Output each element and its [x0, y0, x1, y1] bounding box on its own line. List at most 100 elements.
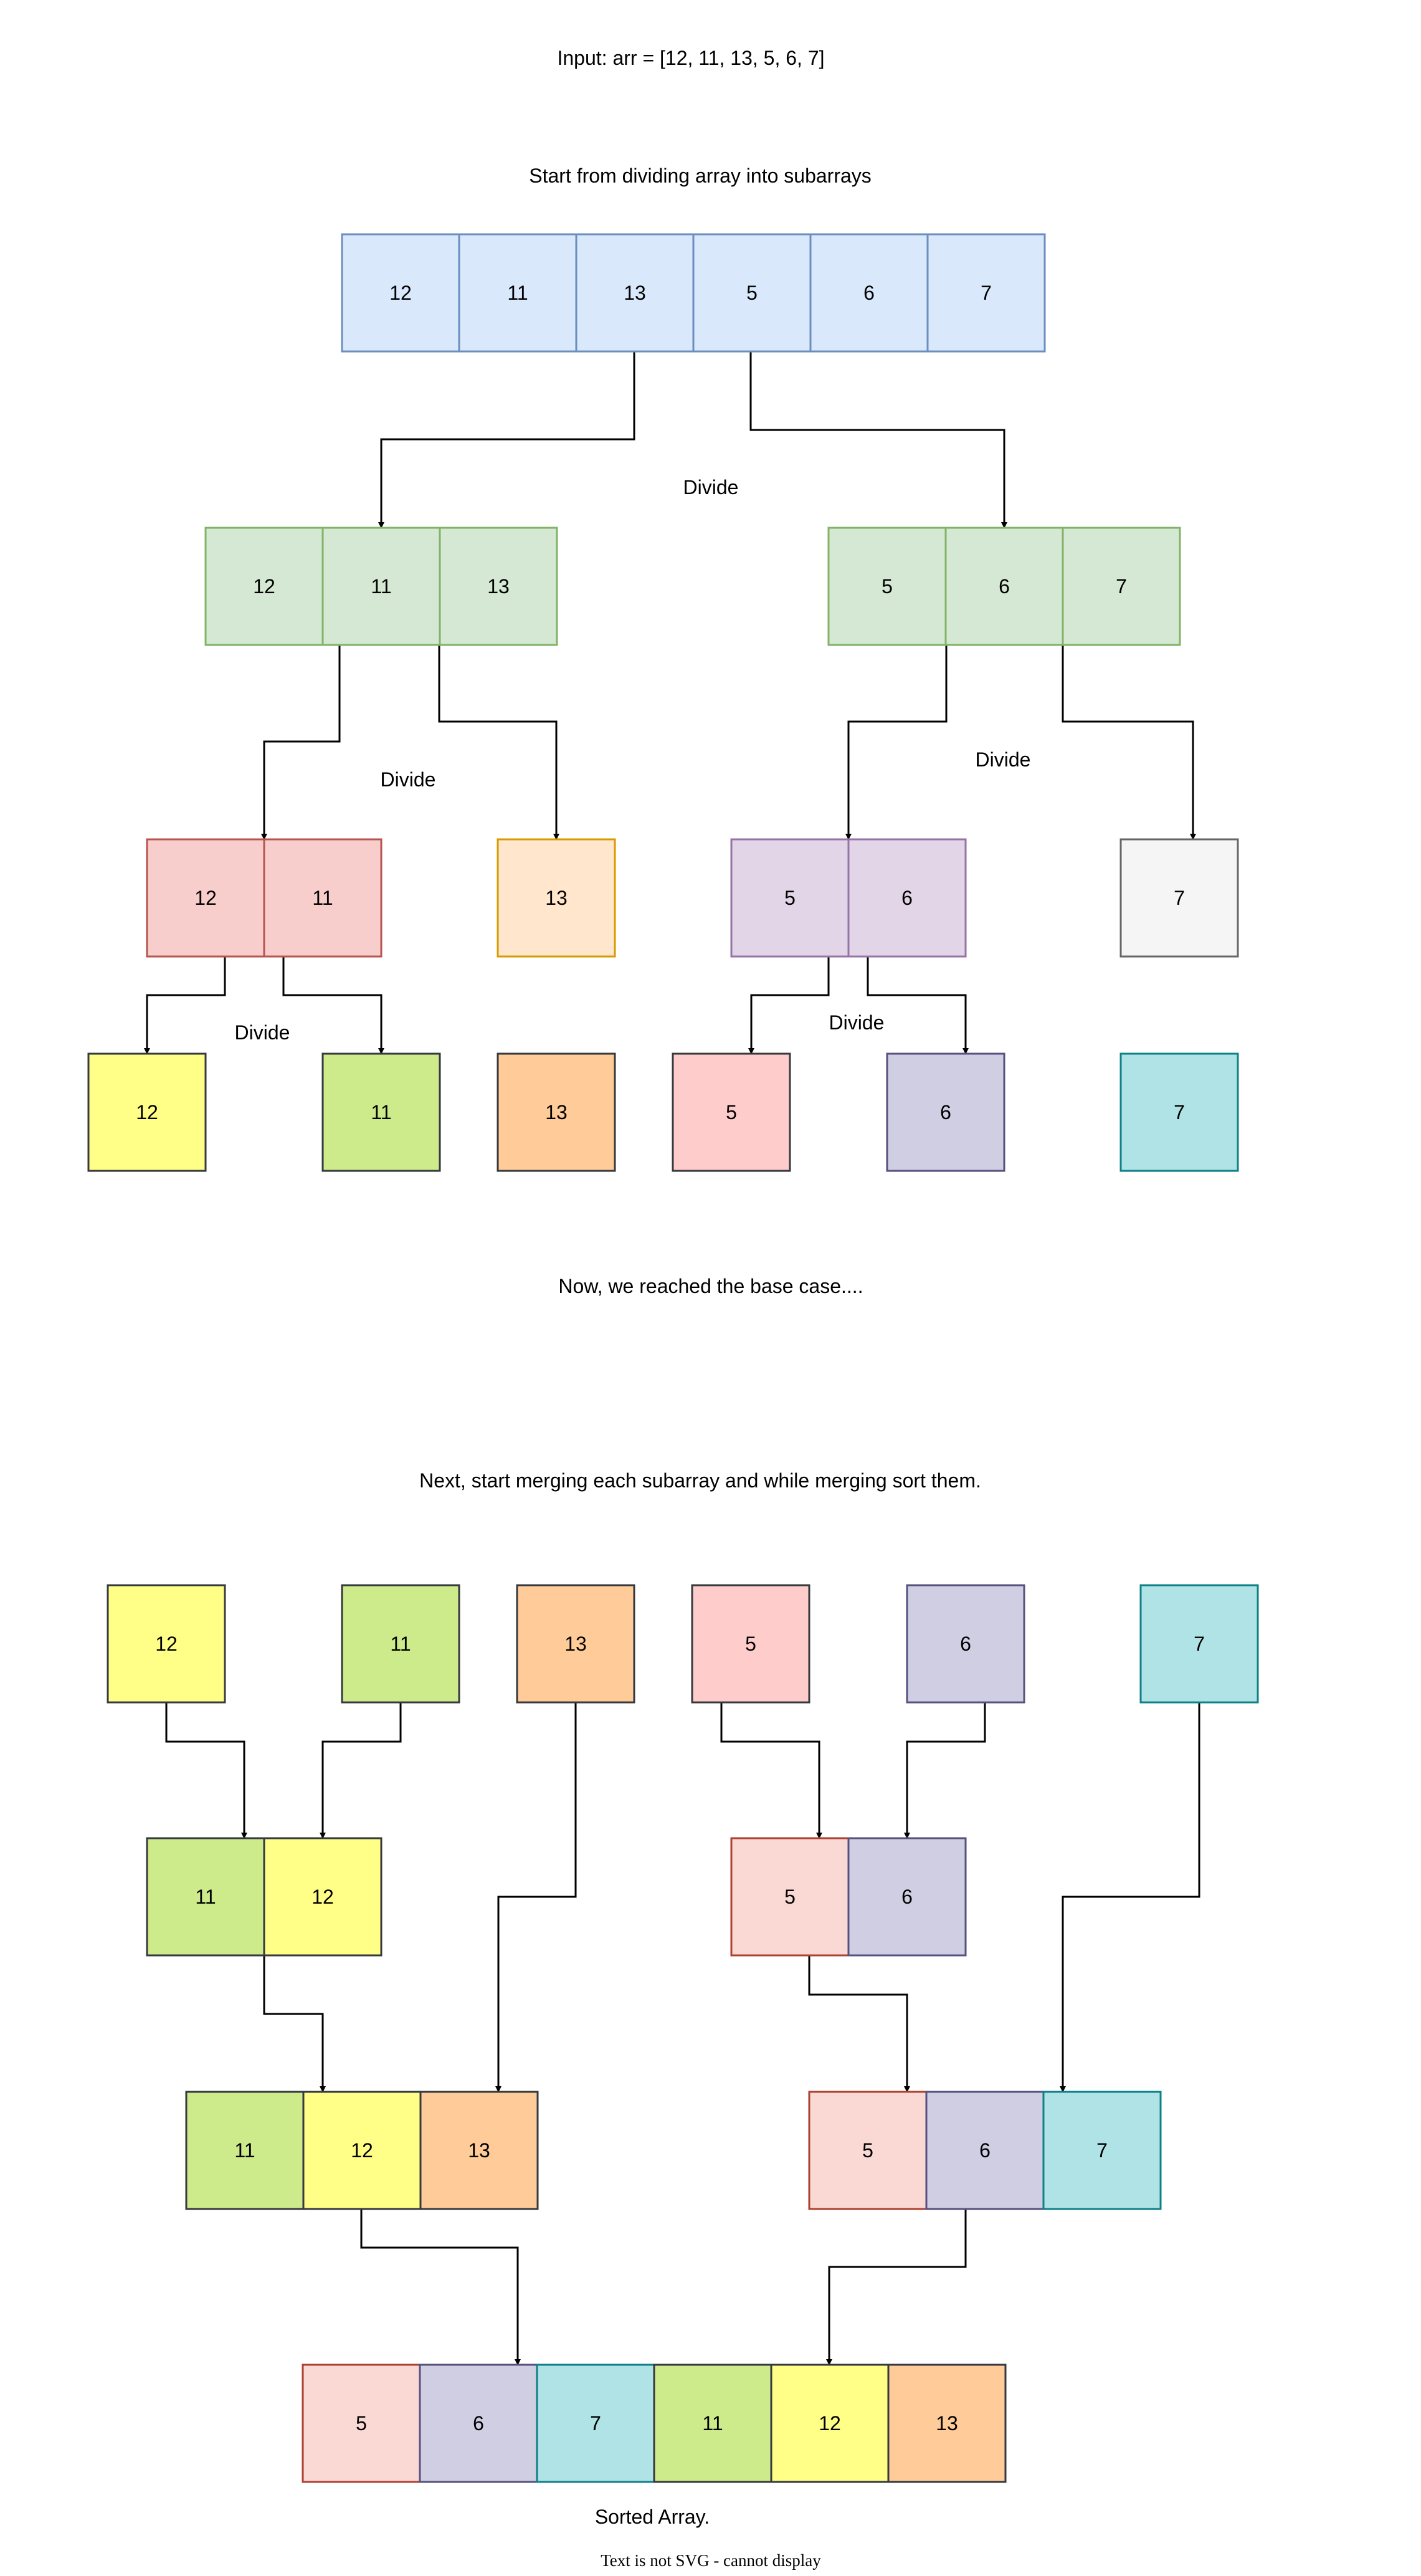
array-cell: 13 [575, 233, 695, 353]
input-label: Input: arr = [12, 11, 13, 5, 6, 7] [557, 47, 824, 69]
cell-value: 13 [487, 575, 510, 598]
arrow-divide-12-11 [261, 644, 341, 840]
array-cell: 6 [809, 233, 929, 353]
array-cell: 7 [536, 2364, 655, 2483]
divide-label-3a: Divide [235, 1021, 290, 1044]
start-label: Start from dividing array into subarrays [529, 165, 872, 187]
cell-box [185, 2091, 305, 2210]
cell-box [847, 1837, 967, 1957]
cell-box [497, 1052, 616, 1172]
base-case-label: Now, we reached the base case.... [558, 1275, 863, 1297]
arrow-merge-5-6 [808, 1956, 910, 2092]
cell-value: 7 [1174, 1101, 1185, 1123]
array-cell: 12 [263, 1837, 383, 1957]
divide-label-1: Divide [683, 476, 739, 499]
base-6: 6 [886, 1052, 1005, 1172]
base-12: 12 [87, 1052, 207, 1172]
merge-start-7: 7 [1139, 1584, 1259, 1704]
cell-box [926, 233, 1046, 353]
array-cell: 7 [1042, 2091, 1162, 2210]
array-cell: 12 [87, 1052, 207, 1172]
cell-box [107, 1584, 226, 1704]
cell-box [263, 1837, 383, 1957]
array-cell: 5 [302, 2364, 421, 2483]
cell-value: 11 [507, 282, 528, 304]
array-cell: 12 [107, 1584, 226, 1704]
array-cell: 7 [1119, 1052, 1239, 1172]
cell-box [516, 1584, 635, 1704]
arrow-divide-right [749, 351, 1007, 528]
cell-box [302, 2091, 422, 2210]
cell-value: 11 [234, 2139, 255, 2162]
svg-fallback-note: Text is not SVG - cannot display [601, 2551, 821, 2570]
array-cell: 11 [321, 1052, 441, 1172]
merge-start-11: 11 [341, 1584, 460, 1704]
array-cell: 13 [497, 1052, 616, 1172]
cell-box [887, 2364, 1007, 2483]
cell-value: 13 [936, 2412, 958, 2435]
arrow-merge-13 [495, 1702, 577, 2092]
cell-box [925, 2091, 1045, 2210]
array-cell: 13 [887, 2364, 1007, 2483]
arrow-merge-7 [1060, 1702, 1200, 2092]
array-cell: 13 [419, 2091, 539, 2210]
cell-value: 12 [311, 1886, 334, 1908]
merge-start-12: 12 [107, 1584, 226, 1704]
cell-box [886, 1052, 1005, 1172]
connector-arrows [144, 351, 1200, 2365]
array-cell: 11 [185, 2091, 305, 2210]
merge-label: Next, start merging each subarray and wh… [419, 1469, 981, 1492]
cell-value: 12 [253, 575, 275, 598]
merge-start-6: 6 [906, 1584, 1025, 1704]
arrow-base-12 [144, 956, 226, 1054]
array-cell: 12 [302, 2091, 422, 2210]
arrow-merge-6 [904, 1702, 986, 1839]
cell-box [691, 1584, 810, 1704]
array-cell: 11 [321, 527, 441, 646]
array-cell: 7 [1062, 527, 1181, 646]
arrow-merge-5 [720, 1702, 822, 1839]
array-cell: 11 [263, 838, 383, 958]
base-13: 13 [497, 1052, 616, 1172]
cell-value: 11 [390, 1633, 411, 1655]
array-cell: 5 [730, 1837, 850, 1957]
merge-start-13: 13 [516, 1584, 635, 1704]
array-cell: 6 [906, 1584, 1025, 1704]
cell-box [321, 1052, 441, 1172]
array-cell: 6 [925, 2091, 1045, 2210]
cell-value: 6 [960, 1633, 971, 1655]
cell-value: 6 [901, 887, 913, 909]
array-cell: 7 [1139, 1584, 1259, 1704]
cell-box [906, 1584, 1025, 1704]
cell-value: 13 [545, 887, 568, 909]
cell-box [536, 2364, 655, 2483]
cell-value: 7 [981, 282, 992, 304]
array-cell: 12 [204, 527, 324, 646]
arrow-divide-left [378, 351, 635, 528]
cell-value: 6 [979, 2139, 991, 2162]
cell-value: 12 [389, 282, 412, 304]
cell-value: 7 [590, 2412, 601, 2435]
cell-value: 11 [195, 1886, 216, 1908]
cell-value: 13 [624, 282, 646, 304]
array-cell: 12 [770, 2364, 890, 2483]
array-cell: 11 [146, 1837, 265, 1957]
cell-box [302, 2364, 421, 2483]
cell-value: 6 [901, 1886, 913, 1908]
cell-box [146, 838, 265, 958]
cell-box [439, 527, 558, 646]
cell-value: 5 [356, 2412, 367, 2435]
cell-value: 7 [1194, 1633, 1205, 1655]
cell-value: 7 [1174, 887, 1185, 909]
cell-box [1042, 2091, 1162, 2210]
cell-box [204, 527, 324, 646]
cell-box [458, 233, 577, 353]
array-cell: 6 [847, 1837, 967, 1957]
arrow-base-5 [748, 956, 830, 1054]
cell-value: 5 [784, 887, 796, 909]
cell-value: 11 [371, 1101, 391, 1123]
